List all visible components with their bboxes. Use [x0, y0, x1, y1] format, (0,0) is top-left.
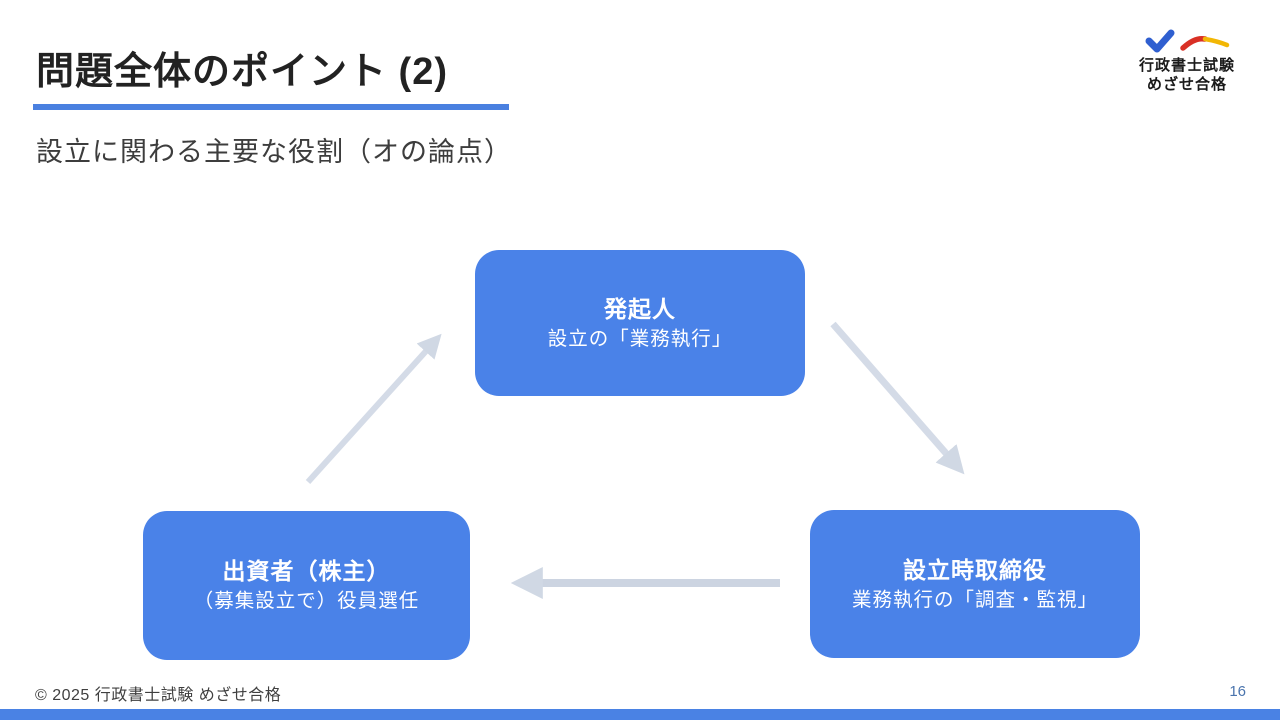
box-investors-subtitle: （募集設立で）役員選任 [193, 590, 420, 612]
diagram-box-directors: 設立時取締役 業務執行の「調査・監視」 [810, 510, 1140, 658]
logo-checkmark-swoosh-icon [1145, 29, 1230, 53]
page-subtitle: 設立に関わる主要な役割（オの論点） [36, 137, 512, 167]
copyright-text: © 2025 行政書士試験 めざせ合格 [35, 687, 282, 704]
box-promoter-title: 発起人 [604, 295, 676, 322]
box-investors-title: 出資者（株主） [222, 558, 391, 584]
diagram-box-promoter: 発起人 設立の「業務執行」 [475, 250, 805, 396]
box-directors-subtitle: 業務執行の「調査・監視」 [851, 588, 1098, 611]
diagram-box-investors: 出資者（株主） （募集設立で）役員選任 [143, 511, 470, 660]
page-title: 問題全体のポイント (2) [36, 51, 449, 93]
title-underline [33, 104, 509, 110]
brand-logo: 行政書士試験 めざせ合格 [1122, 28, 1252, 94]
logo-text-line1: 行政書士試験 [1138, 57, 1235, 74]
bottom-accent-bar [0, 709, 1280, 720]
page-number: 16 [1229, 683, 1246, 700]
logo-text-line2: めざせ合格 [1146, 76, 1227, 93]
arrow-promoter-to-directors [830, 321, 965, 475]
box-directors-title: 設立時取締役 [903, 556, 1047, 583]
arrow-investors-to-promoter [305, 333, 442, 485]
box-promoter-subtitle: 設立の「業務執行」 [547, 327, 733, 350]
